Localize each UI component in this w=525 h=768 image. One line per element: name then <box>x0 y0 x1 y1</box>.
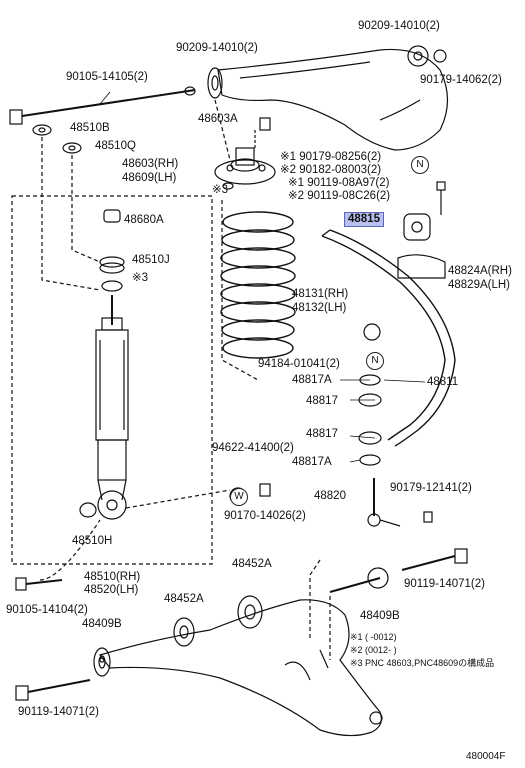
part-label-48817A-upper: 48817A <box>292 374 332 386</box>
shock-absorber <box>95 209 129 520</box>
part-label-90179-12141: 90179-12141(2) <box>390 482 472 494</box>
part-label-48409B-right: 48409B <box>360 610 400 622</box>
part-label-90119-08C26: ※2 90119-08C26(2) <box>288 190 391 202</box>
part-label-94184-01041: 94184-01041(2) <box>258 358 340 370</box>
part-label-90119-14071-right: 90119-14071(2) <box>404 578 485 590</box>
lower-bolt-right <box>401 548 468 571</box>
part-label-90182-08003: ※2 90182-08003(2) <box>280 164 382 176</box>
part-label-48510Q: 48510Q <box>95 140 136 152</box>
part-label-48510H: 48510H <box>72 535 113 547</box>
diagram-id: 480004F <box>466 751 506 762</box>
part-label-48131-rh: 48131(RH) <box>292 288 349 300</box>
part-label-90209-top-right: 90209-14010(2) <box>358 20 440 32</box>
lower-arm-bushings <box>173 595 263 647</box>
part-label-48829A-lh: 48829A(LH) <box>448 279 511 291</box>
part-label-48510J: 48510J <box>132 254 170 266</box>
washer-48510B <box>32 124 52 136</box>
coil-spring <box>220 211 296 359</box>
lower-shock-bolt <box>15 577 63 591</box>
part-label-48820: 48820 <box>314 490 346 502</box>
part-label-94622-41400: 94622-41400(2) <box>212 442 294 454</box>
bushing-48510H <box>79 502 97 518</box>
n-symbol-lower: N <box>366 352 384 370</box>
part-label-48520-lh: 48520(LH) <box>84 584 139 596</box>
part-label-note3-left: ※3 <box>132 272 149 284</box>
shock-inset-box <box>11 195 213 565</box>
stabilizer-link-bushings <box>358 374 382 466</box>
part-label-48609-lh: 48609(LH) <box>122 172 177 184</box>
part-label-48680A: 48680A <box>124 214 164 226</box>
part-label-48817-lower: 48817 <box>306 428 338 440</box>
lower-control-arm <box>93 599 383 737</box>
n-symbol-upper: N <box>411 156 429 174</box>
upper-mount <box>214 147 276 185</box>
part-label-48817-upper: 48817 <box>306 395 338 407</box>
stabilizer-bracket <box>397 181 446 279</box>
part-label-90179-14062: 90179-14062(2) <box>420 74 502 86</box>
part-label-48510-rh: 48510(RH) <box>84 571 141 583</box>
part-label-90170-14026: 90170-14026(2) <box>224 510 306 522</box>
part-label-90209-top-left: 90209-14010(2) <box>176 42 258 54</box>
part-label-note3-upper: ※3 <box>212 184 229 196</box>
part-label-48824A-rh: 48824A(RH) <box>448 265 512 277</box>
w-symbol: W <box>230 488 248 506</box>
part-label-48510B: 48510B <box>70 122 110 134</box>
lower-bolt-left <box>15 679 91 701</box>
part-label-48815-highlighted[interactable]: 48815 <box>344 212 384 227</box>
note-3: ※3 PNC 48603,PNC48609の構成品 <box>350 658 495 668</box>
part-label-90119-14071-left: 90119-14071(2) <box>18 706 99 718</box>
part-label-48817A-lower: 48817A <box>292 456 332 468</box>
part-label-48811: 48811 <box>427 376 459 388</box>
part-label-48132-lh: 48132(LH) <box>292 302 347 314</box>
bolt-48603A <box>259 117 271 131</box>
part-label-48409B-left: 48409B <box>82 618 122 630</box>
part-label-90105-14104: 90105-14104(2) <box>6 604 88 616</box>
note-1: ※1 ( -0012) <box>350 632 397 642</box>
part-label-90119-08A97: ※1 90119-08A97(2) <box>288 177 390 189</box>
part-label-48452A-right: 48452A <box>232 558 272 570</box>
nut-90170 <box>259 483 271 497</box>
stabilizer-link <box>367 478 433 527</box>
stabilizer-bar <box>321 229 456 447</box>
part-label-90179-08256: ※1 90179-08256(2) <box>280 151 382 163</box>
upper-long-bolt <box>9 86 196 125</box>
part-label-48603A: 48603A <box>198 113 238 125</box>
note-2: ※2 (0012- ) <box>350 645 397 655</box>
part-label-48603-rh: 48603(RH) <box>122 158 179 170</box>
part-label-90105-14105: 90105-14105(2) <box>66 71 148 83</box>
camber-bolt-right <box>329 567 389 593</box>
upper-control-arm <box>207 45 449 151</box>
washer-48510Q <box>62 142 82 154</box>
part-label-48452A-left: 48452A <box>164 593 204 605</box>
